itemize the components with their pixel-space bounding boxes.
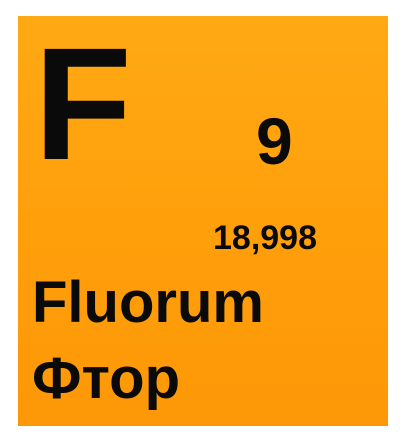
atomic-number: 9 — [256, 104, 293, 178]
atomic-mass: 18,998 — [213, 219, 317, 257]
element-name-latin: Fluorum — [32, 270, 264, 335]
element-symbol: F — [34, 14, 132, 193]
element-tile: F 9 18,998 Fluorum Фтор — [18, 16, 388, 426]
element-name-russian: Фтор — [32, 346, 181, 411]
